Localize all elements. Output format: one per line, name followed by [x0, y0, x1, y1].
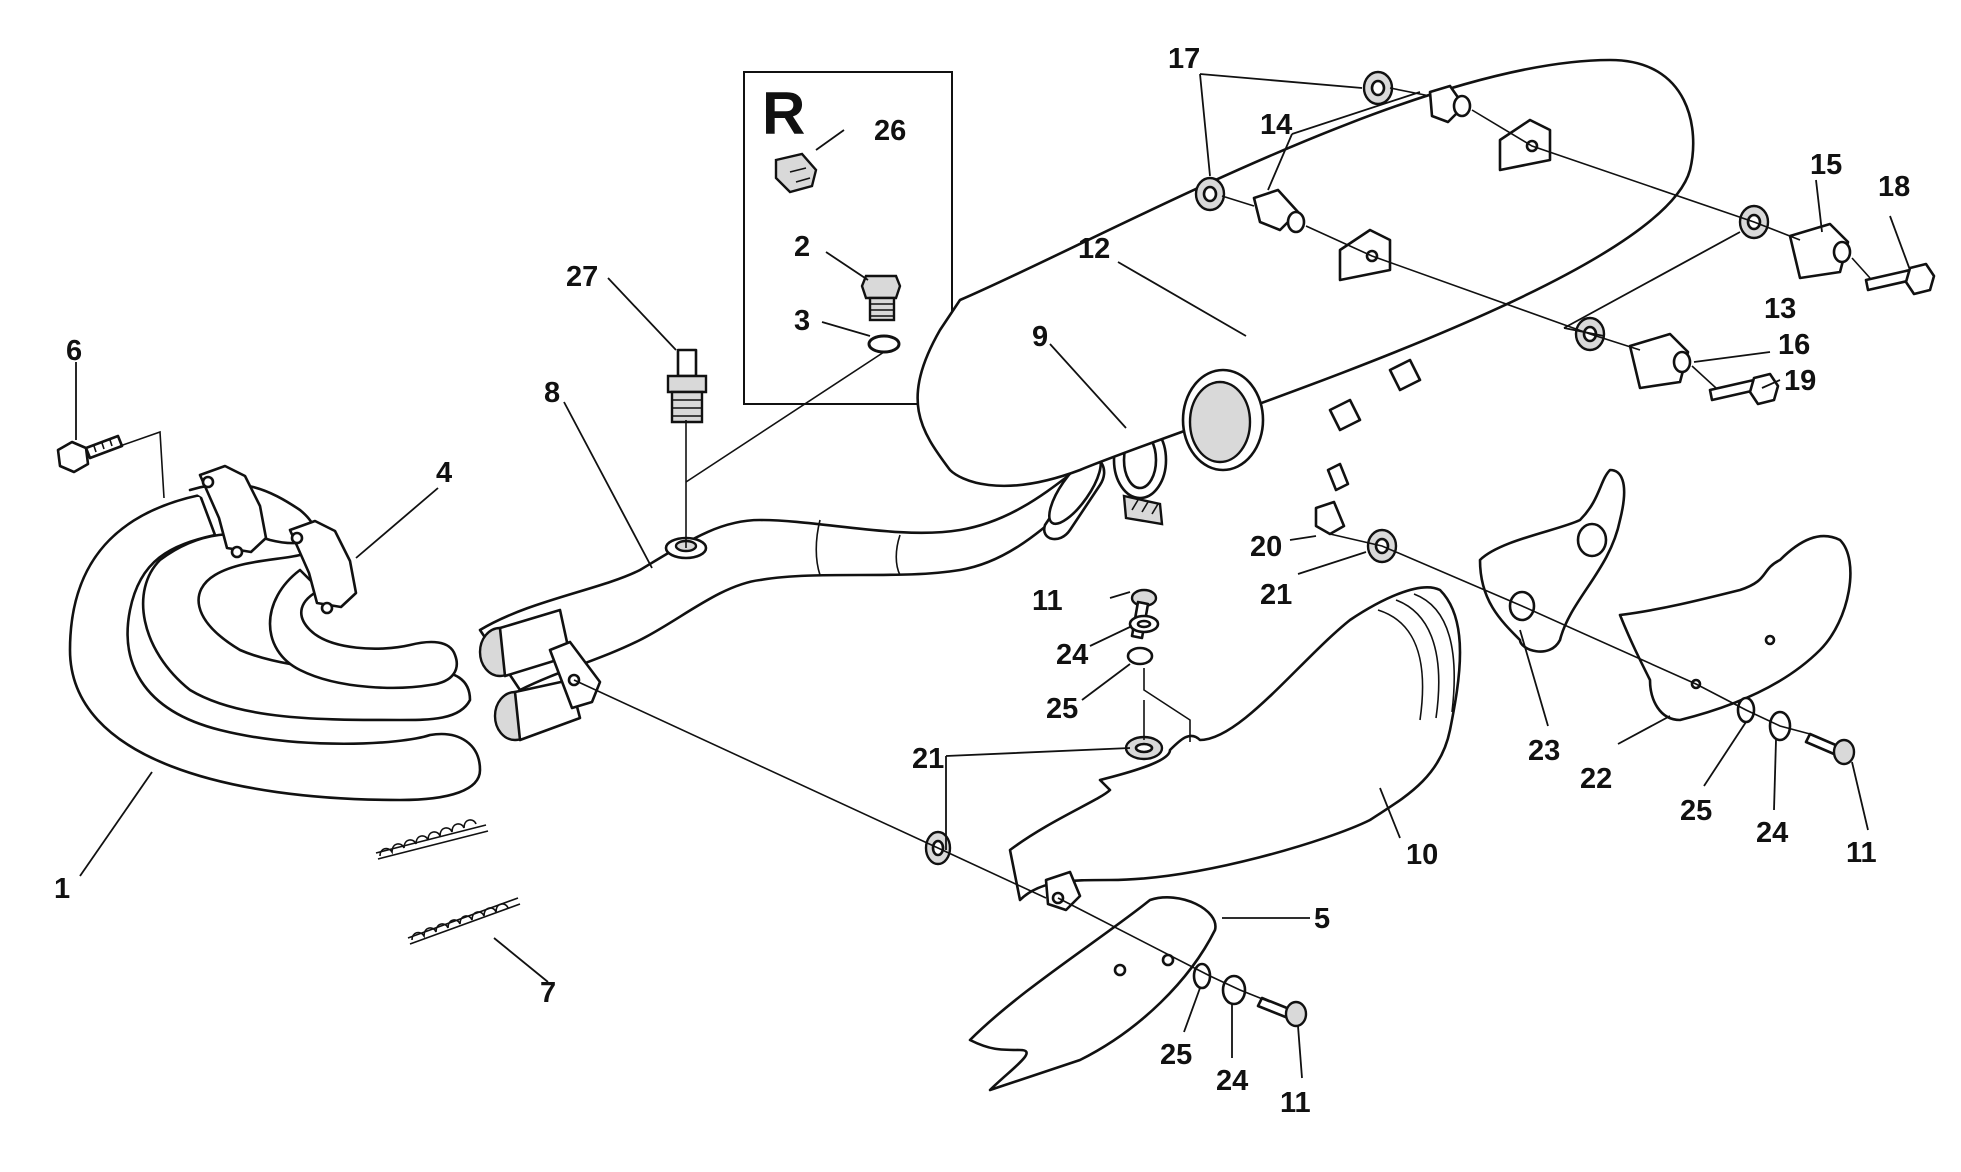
callout-5: 5 [1314, 903, 1330, 935]
callout-25-c: 25 [1160, 1039, 1192, 1071]
callout-21-b: 21 [912, 743, 944, 775]
callout-2: 2 [794, 231, 810, 263]
bolt-18 [1864, 262, 1936, 296]
callout-12: 12 [1078, 233, 1110, 265]
callout-16: 16 [1778, 329, 1810, 361]
callout-24-c: 24 [1216, 1065, 1248, 1097]
part-heat-shield-10 [1008, 586, 1462, 912]
spacer-16 [1628, 332, 1692, 390]
callout-24-a: 24 [1056, 639, 1088, 671]
washer-17-a [1362, 70, 1394, 106]
callout-24-b: 24 [1756, 817, 1788, 849]
washer-21-b [1124, 735, 1164, 761]
bolt-11-c [1256, 996, 1308, 1028]
callout-15: 15 [1810, 149, 1842, 181]
part-exhaust-header-4 [268, 519, 459, 690]
callout-1: 1 [54, 873, 70, 905]
part-sensor-27 [666, 348, 708, 424]
callout-3: 3 [794, 305, 810, 337]
callout-9: 9 [1032, 321, 1048, 353]
inset-box-r [743, 71, 953, 405]
callout-17: 17 [1168, 43, 1200, 75]
leader-lines [75, 73, 1911, 1079]
part-plate-22 [1618, 534, 1852, 722]
part-oring-3 [867, 334, 901, 354]
washer-24-c [1221, 974, 1247, 1006]
washer-25-a [1126, 646, 1154, 666]
part-connector-26 [774, 152, 818, 194]
washer-24-a [1128, 614, 1160, 634]
callout-22: 22 [1580, 763, 1612, 795]
callout-6: 6 [66, 335, 82, 367]
callout-18: 18 [1878, 171, 1910, 203]
callout-14: 14 [1260, 109, 1292, 141]
callout-27: 27 [566, 261, 598, 293]
spacer-14-a [1428, 84, 1472, 124]
part-exhaust-header-1 [68, 464, 482, 802]
part-springs-7 [375, 819, 521, 945]
spacer-14-b [1252, 188, 1306, 234]
callout-25-a: 25 [1046, 693, 1078, 725]
part-muffler-12 [916, 58, 1695, 492]
part-plug-2 [860, 274, 902, 322]
callout-20: 20 [1250, 531, 1282, 563]
bolt-11-b [1804, 732, 1856, 766]
callout-13: 13 [1764, 293, 1796, 325]
washer-17-b [1194, 176, 1226, 212]
callout-11-b: 11 [1846, 837, 1877, 869]
callout-7: 7 [540, 977, 556, 1009]
callout-25-b: 25 [1680, 795, 1712, 827]
callout-26: 26 [874, 115, 906, 147]
part-bolt-6 [56, 434, 124, 474]
bracket-20 [1314, 500, 1346, 536]
callout-4: 4 [436, 457, 452, 489]
assembly-lines [119, 87, 1871, 1003]
callout-23: 23 [1528, 735, 1560, 767]
bolt-19 [1708, 372, 1780, 406]
callout-21-a: 21 [1260, 579, 1292, 611]
part-plate-23 [1478, 468, 1626, 653]
inset-label: R [762, 80, 805, 147]
callout-11-a: 11 [1032, 585, 1063, 617]
callout-11-c: 11 [1280, 1087, 1311, 1119]
washer-25-c [1192, 962, 1212, 990]
callout-19: 19 [1784, 365, 1816, 397]
callout-labels: 1 2 3 4 5 6 7 8 9 10 11 11 11 11 12 13 1… [54, 43, 1910, 1119]
part-collector-8 [478, 453, 1106, 742]
spacer-15 [1788, 222, 1852, 280]
callout-8: 8 [544, 377, 560, 409]
callout-10: 10 [1406, 839, 1438, 871]
